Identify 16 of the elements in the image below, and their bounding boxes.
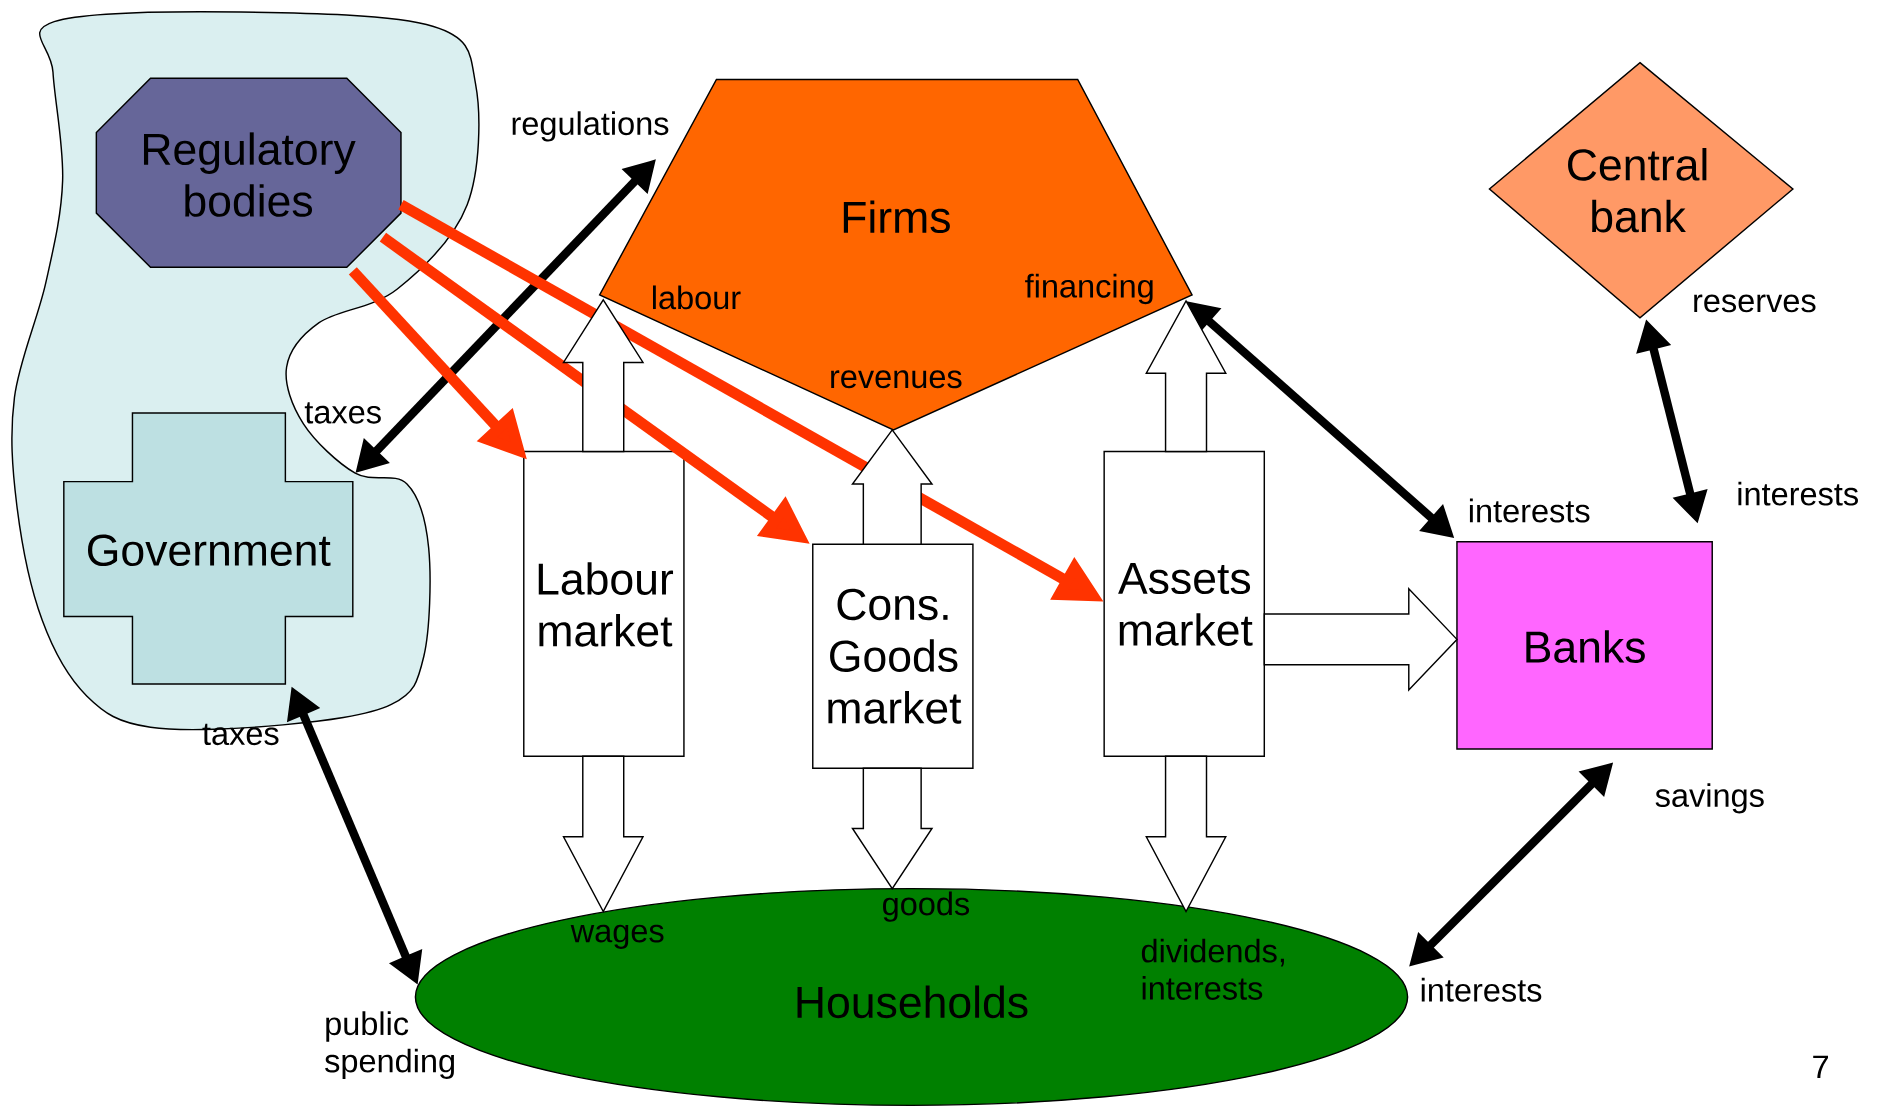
block-arrow [1145, 299, 1227, 453]
flow-label: savings [1655, 783, 1764, 814]
block-arrow [851, 767, 934, 891]
flow-label: interests [1738, 481, 1858, 506]
block-arrow [1145, 755, 1227, 914]
page-number: 7 [1813, 1055, 1828, 1079]
flow-label: interests [1421, 978, 1542, 1002]
block-arrow [851, 428, 934, 546]
market-box: Assets market [1103, 451, 1265, 758]
block-arrow [1263, 587, 1458, 692]
block-arrow [562, 755, 645, 914]
flow-label: taxes [202, 724, 279, 746]
square-box: Banks [1456, 541, 1713, 750]
block-arrow [562, 298, 645, 453]
market-box: Labour market [523, 451, 685, 758]
market-box: Cons. Goods market [812, 543, 974, 770]
